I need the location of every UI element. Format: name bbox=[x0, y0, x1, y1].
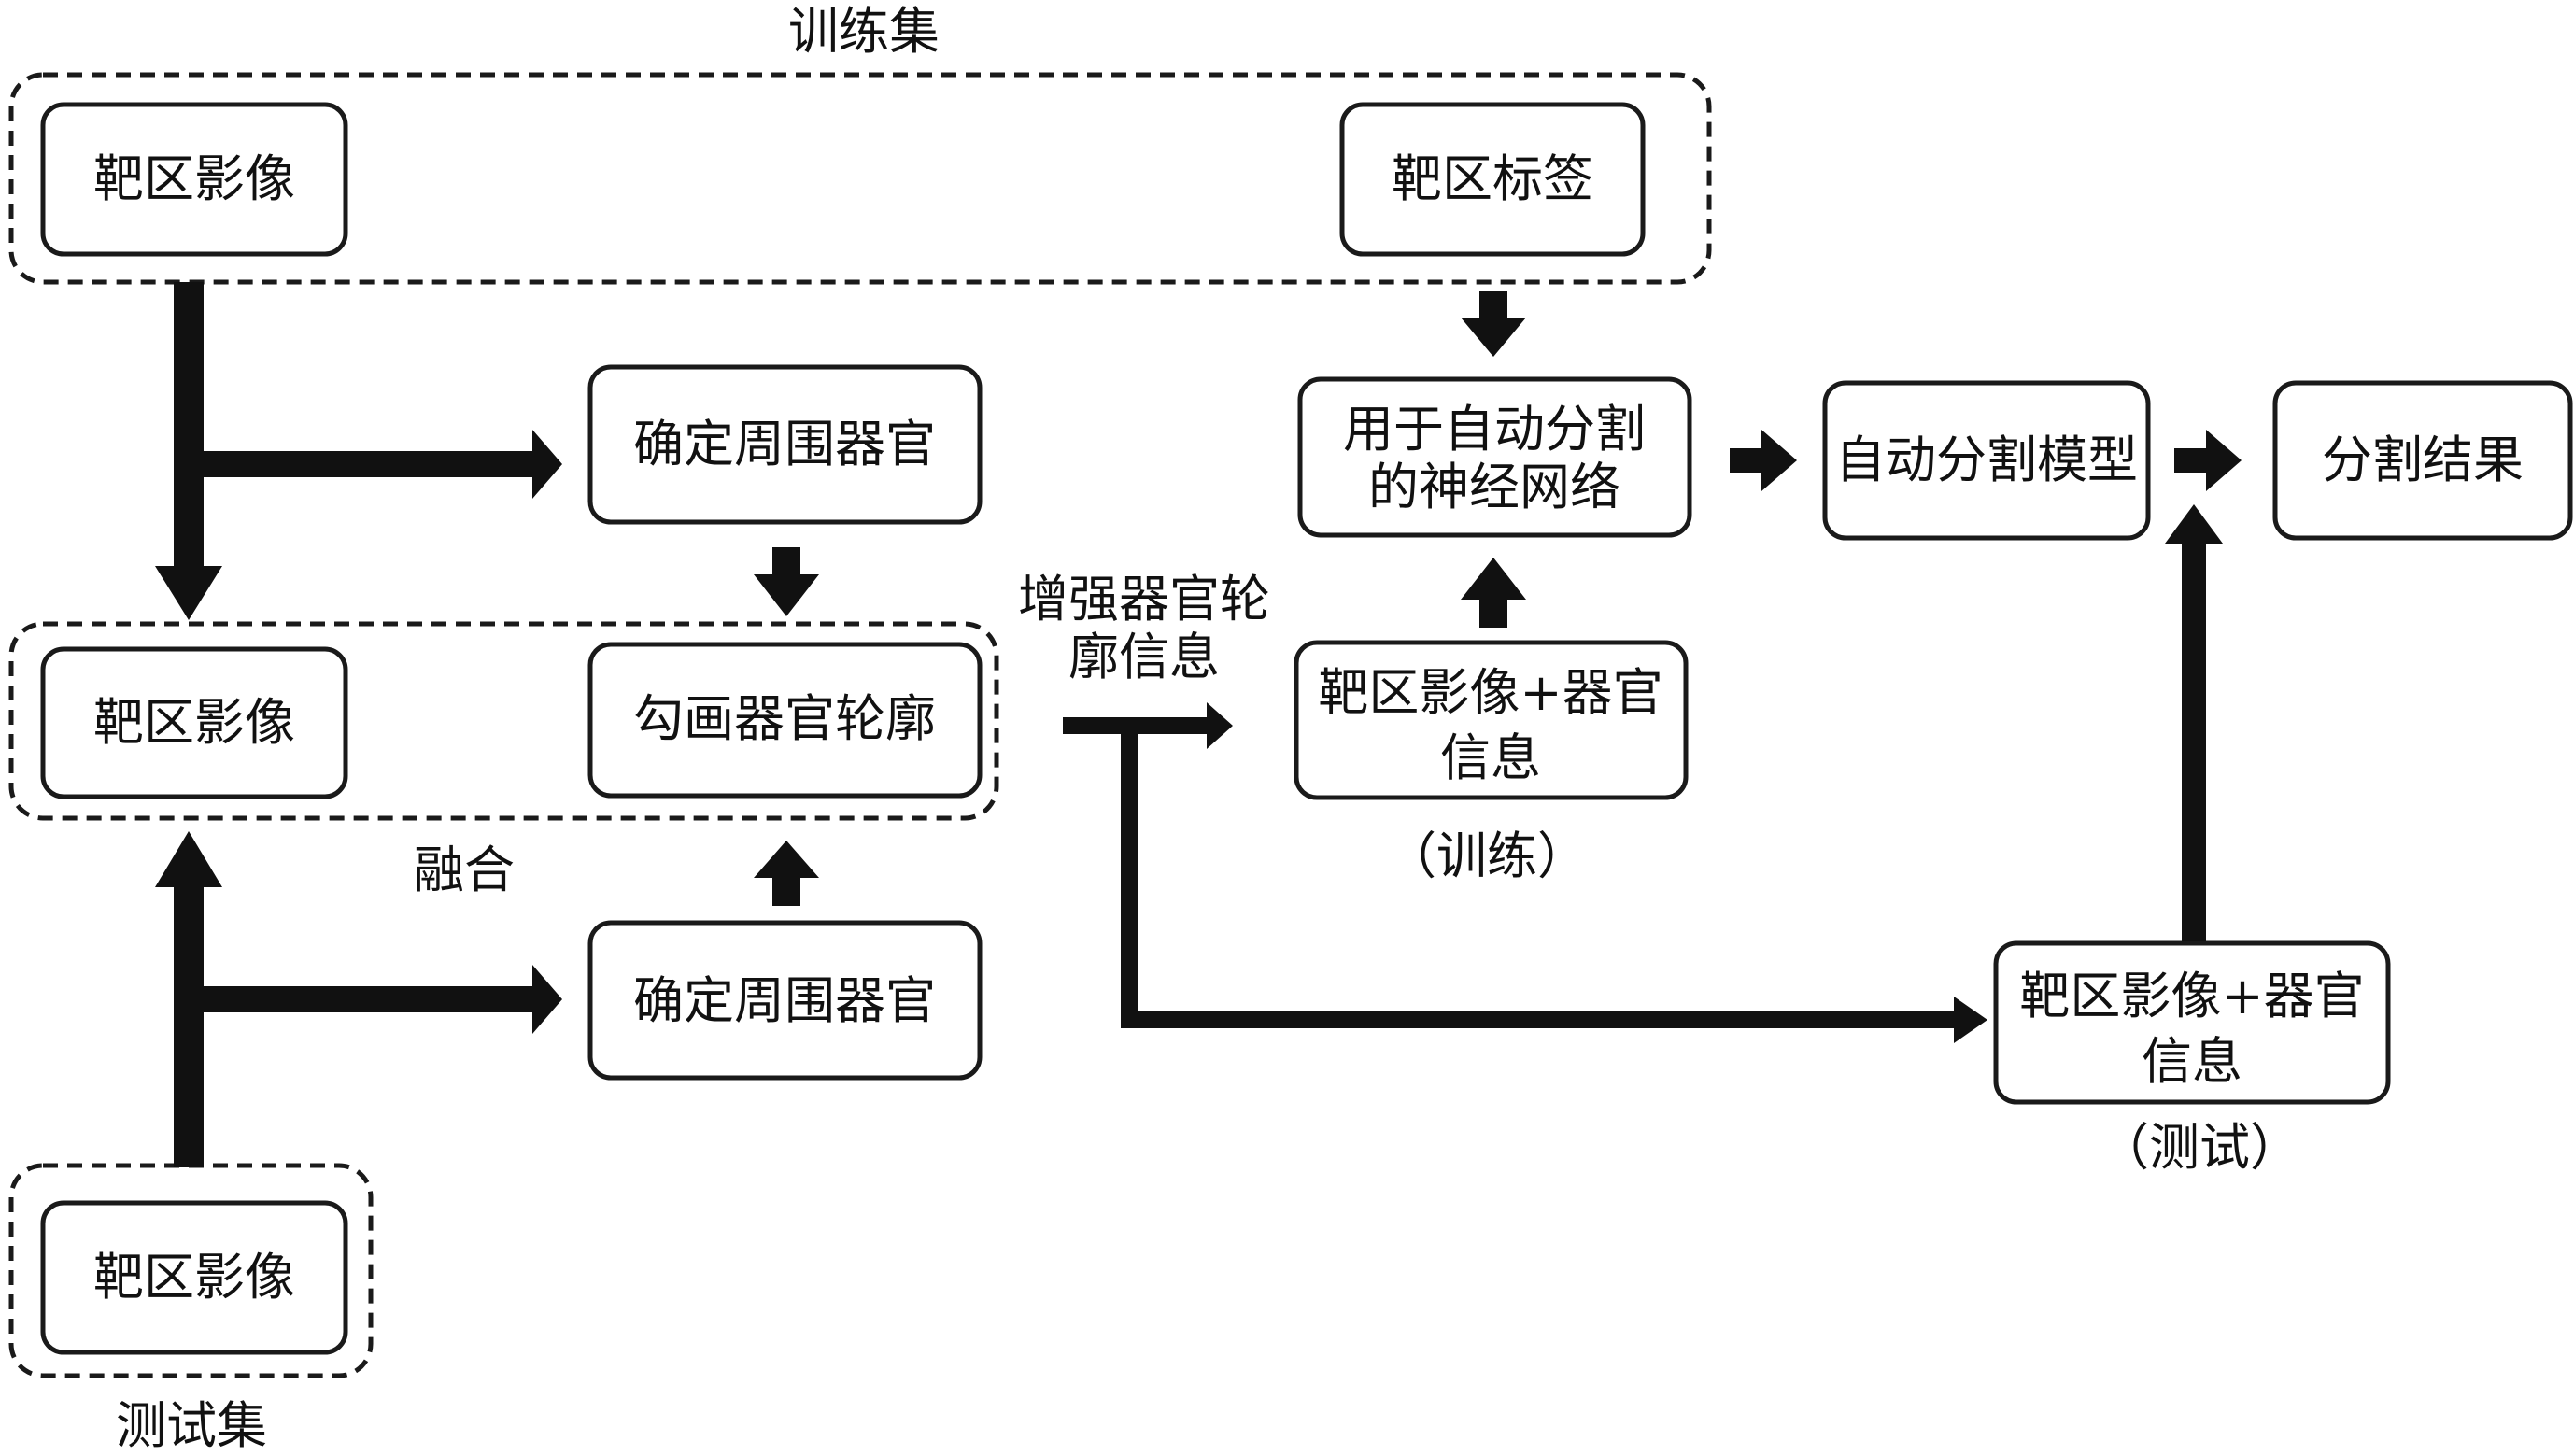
train-note: （训练） bbox=[1386, 827, 1588, 885]
test-set-label: 测试集 bbox=[116, 1396, 267, 1455]
arrow-train-branch-to-organs bbox=[204, 430, 562, 499]
node-train-target-image-label: 靶区影像 bbox=[93, 149, 295, 208]
node-neural-network bbox=[1297, 376, 1692, 538]
node-train-input bbox=[1294, 640, 1689, 800]
arrow-test-branch-to-organs bbox=[204, 965, 562, 1034]
arrow-model-to-result bbox=[2174, 430, 2242, 491]
group-fusion bbox=[8, 621, 999, 821]
node-auto-seg-model-label: 自动分割模型 bbox=[1835, 431, 2138, 489]
node-train-target-image bbox=[40, 102, 348, 257]
node-seg-result bbox=[2272, 380, 2573, 541]
node-fused-target-image bbox=[40, 646, 348, 799]
node-target-label bbox=[1339, 102, 1646, 257]
arrow-organs-bottom-to-outline bbox=[754, 841, 819, 906]
node-determine-organs-top-label: 确定周围器官 bbox=[633, 415, 936, 474]
group-train-set bbox=[8, 72, 1712, 285]
node-train-input-label-2: 信息 bbox=[1440, 728, 1541, 787]
arrow-test-input-to-result bbox=[2165, 504, 2223, 941]
arrow-train-to-fusion bbox=[155, 282, 222, 620]
node-determine-organs-top bbox=[587, 364, 983, 525]
arrow-train-input-to-network bbox=[1461, 558, 1526, 628]
arrow-test-to-fusion bbox=[155, 831, 222, 1167]
node-determine-organs-bottom-label: 确定周围器官 bbox=[633, 971, 936, 1030]
node-auto-seg-model bbox=[1822, 380, 2151, 541]
node-determine-organs-bottom bbox=[587, 920, 983, 1081]
node-test-target-image-label: 靶区影像 bbox=[93, 1248, 295, 1307]
node-seg-result-label: 分割结果 bbox=[2322, 431, 2524, 489]
fusion-label: 融合 bbox=[414, 841, 515, 899]
node-target-label-label: 靶区标签 bbox=[1392, 149, 1593, 208]
arrow-enhance-to-test-input bbox=[1121, 734, 1987, 1043]
arrow-organs-top-to-outline bbox=[754, 547, 819, 616]
arrow-label-to-network bbox=[1461, 291, 1526, 357]
node-neural-network-label-1: 用于自动分割 bbox=[1343, 400, 1646, 459]
node-outline-organ-contour-label: 勾画器官轮廓 bbox=[633, 689, 936, 748]
arrow-network-to-model bbox=[1730, 430, 1797, 491]
node-neural-network-label-2: 的神经网络 bbox=[1368, 458, 1620, 516]
enhance-annotation-1: 增强器官轮 bbox=[1018, 570, 1270, 629]
train-set-label: 训练集 bbox=[788, 2, 940, 61]
node-test-input-label-2: 信息 bbox=[2142, 1032, 2242, 1091]
node-fused-target-image-label: 靶区影像 bbox=[93, 693, 295, 752]
enhance-annotation-2: 廓信息 bbox=[1068, 628, 1220, 686]
node-test-input bbox=[1993, 940, 2391, 1105]
arrow-enhance-to-train-input bbox=[1063, 702, 1233, 749]
node-test-target-image bbox=[40, 1200, 348, 1355]
node-test-input-label-1: 靶区影像+器官 bbox=[2019, 967, 2364, 1025]
node-train-input-label-1: 靶区影像+器官 bbox=[1318, 663, 1662, 722]
test-note: （测试） bbox=[2099, 1118, 2300, 1177]
node-outline-organ-contour bbox=[587, 642, 983, 799]
